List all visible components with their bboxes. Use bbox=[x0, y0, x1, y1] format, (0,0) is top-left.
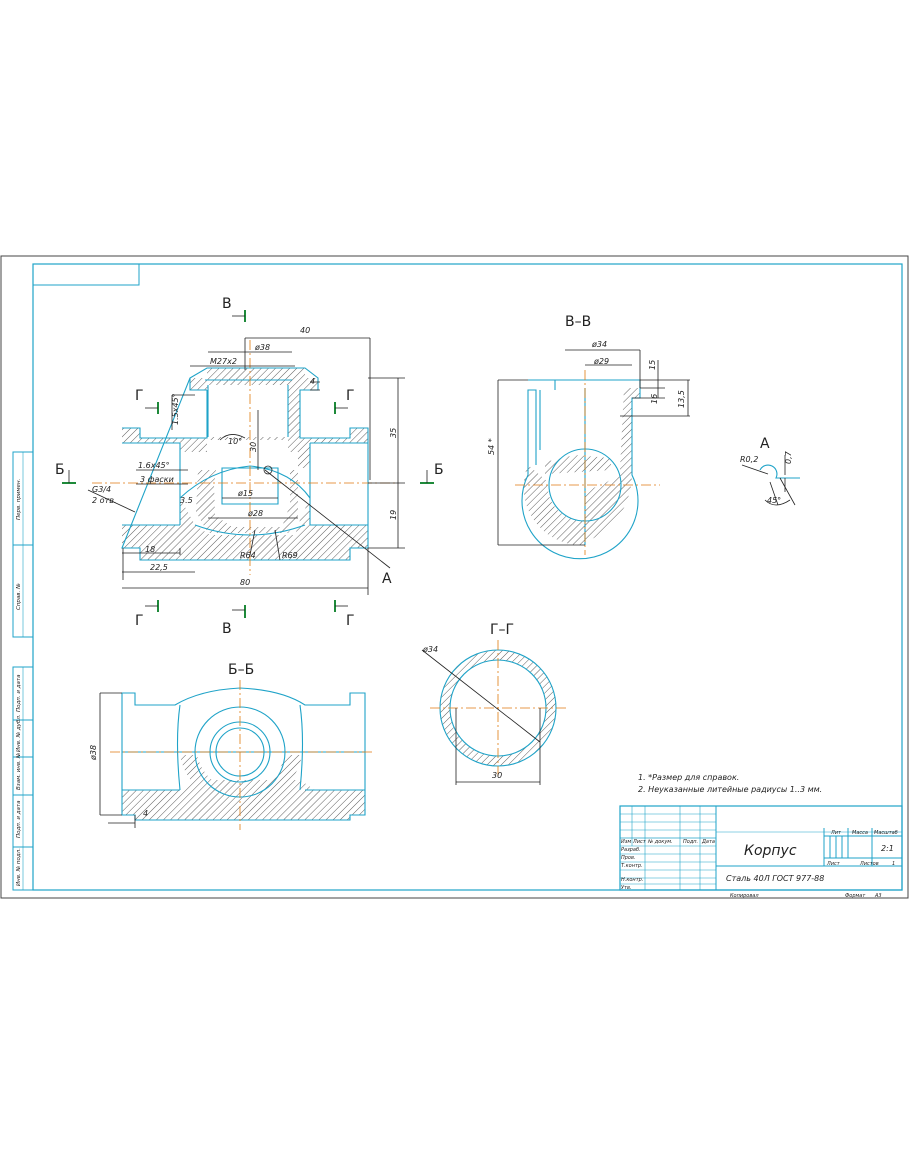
dim-22-5: 22,5 bbox=[150, 563, 168, 572]
tb-material: Сталь 40Л ГОСТ 977-88 bbox=[726, 874, 824, 883]
vv-lower-wall bbox=[523, 465, 585, 546]
dim-10deg: 10° bbox=[228, 437, 242, 446]
marker-g-right-bottom: Г bbox=[346, 613, 355, 629]
detail-dim-45: 45° bbox=[767, 496, 781, 505]
marker-g-left-bottom: Г bbox=[135, 613, 144, 629]
detail-a-marker: А bbox=[382, 571, 392, 587]
tb-sheets: Листов bbox=[859, 861, 879, 867]
view-gg: Г–Г ø34 30 bbox=[421, 622, 566, 785]
vv-dim-54: 54 * bbox=[487, 438, 496, 455]
dim-chamfer-15: 1.5x45° bbox=[171, 393, 180, 425]
vv-dim-16: 16 bbox=[650, 394, 659, 404]
tb-utv: Утв. bbox=[621, 885, 632, 891]
tb-list: Лист bbox=[632, 839, 647, 845]
bb-ring-half bbox=[180, 755, 302, 806]
tb-date: Дата bbox=[701, 839, 715, 845]
dim-30: 30 bbox=[249, 442, 258, 452]
detail-a: А R0,2 0,7 45° bbox=[740, 436, 800, 506]
strip-sprav: Справ. № bbox=[16, 583, 22, 610]
marker-v-bottom: В bbox=[222, 621, 232, 637]
vv-right-wall bbox=[585, 388, 640, 540]
tb-izm: Изм bbox=[621, 839, 631, 845]
dim-80: 80 bbox=[240, 578, 250, 587]
vv-inner-wall bbox=[545, 455, 612, 474]
dim-4: 4 bbox=[310, 377, 315, 386]
gg-dim-d34: ø34 bbox=[422, 645, 438, 654]
marker-g-left-top: Г bbox=[135, 388, 144, 404]
main-inner-partition bbox=[196, 470, 298, 533]
view-bb-title: Б–Б bbox=[228, 662, 254, 678]
strip-inv-podl: Инв. № подл. bbox=[16, 848, 22, 886]
tb-sheets-n: 1 bbox=[892, 861, 895, 867]
dim-m27: M27x2 bbox=[210, 357, 237, 366]
tb-col-scale: Масштаб bbox=[874, 830, 898, 836]
main-view: 40 ø38 M27x2 4 1.5x45° 35 10° 30 1.6x45°… bbox=[87, 326, 405, 595]
tb-format-val: А3 bbox=[874, 893, 882, 899]
strip-podp-data-1: Подп. и дата bbox=[16, 674, 22, 712]
tb-podp: Подп. bbox=[683, 839, 698, 845]
dim-d38: ø38 bbox=[254, 343, 270, 352]
strip-perv-primen: Перв. примен. bbox=[16, 478, 22, 520]
dim-fask: 3 фаски bbox=[140, 475, 174, 484]
marker-g-right-top: Г bbox=[346, 388, 355, 404]
detail-dim-07: 0,7 bbox=[784, 450, 793, 464]
tb-sheet: Лист bbox=[826, 861, 841, 867]
detail-a-title: А bbox=[760, 436, 770, 452]
dim-18: 18 bbox=[145, 545, 155, 554]
gg-dim-30: 30 bbox=[492, 771, 502, 780]
vv-dim-13-5: 13,5 bbox=[677, 390, 686, 408]
dim-40: 40 bbox=[300, 326, 310, 335]
sheet-outer-border bbox=[0, 255, 909, 899]
tb-scale-value: 2:1 bbox=[881, 844, 894, 853]
bb-dim-4: 4 bbox=[143, 809, 148, 818]
view-vv-title: В–В bbox=[565, 314, 591, 330]
side-strip: Перв. примен. Справ. № Подп. и дата Инв.… bbox=[12, 451, 34, 891]
tb-col-lit: Лит bbox=[830, 830, 842, 836]
dim-d15: ø15 bbox=[237, 489, 253, 498]
dim-r64: R64 bbox=[240, 551, 256, 560]
dim-3-5: 3.5 bbox=[180, 496, 193, 505]
strip-inv-dubl: Инв. № дубл. bbox=[16, 714, 22, 752]
dim-19: 19 bbox=[389, 510, 398, 520]
marker-b-left: Б bbox=[55, 462, 65, 478]
tb-razrab: Разраб. bbox=[621, 847, 641, 853]
section-markers: В В Г Г Г Г Б Б bbox=[55, 296, 444, 637]
note-2: 2. Неуказанные литейные радиусы 1..3 мм. bbox=[638, 785, 822, 794]
tb-format: Формат bbox=[845, 893, 866, 899]
strip-podp-data-2: Подп. и дата bbox=[16, 800, 22, 838]
detail-dim-r02: R0,2 bbox=[740, 455, 758, 464]
tb-doc: № докум. bbox=[647, 839, 673, 845]
view-vv: В–В ø34 ø29 54 * 15 16 13,5 bbox=[487, 314, 690, 560]
vv-dim-d34: ø34 bbox=[591, 340, 607, 349]
marker-v-top: В bbox=[222, 296, 232, 312]
dim-35: 35 bbox=[389, 428, 398, 438]
dim-g34: G3/4 bbox=[92, 485, 111, 494]
strip-vzam-inv: Взам. инв. № bbox=[16, 752, 22, 790]
dim-d28: ø28 bbox=[247, 509, 263, 518]
tb-copied: Копировал bbox=[730, 893, 759, 899]
dim-otv: 2 отв. bbox=[92, 496, 116, 505]
dim-r69: R69 bbox=[282, 551, 298, 560]
tb-col-mass: Масса bbox=[852, 830, 868, 836]
tb-part-name: Корпус bbox=[744, 843, 797, 859]
vv-dim-15: 15 bbox=[648, 360, 657, 370]
vv-dim-d29: ø29 bbox=[593, 357, 609, 366]
note-1: 1. *Размер для справок. bbox=[638, 773, 739, 782]
tb-prov: Пров. bbox=[621, 855, 636, 861]
top-left-stamp bbox=[32, 263, 140, 286]
tb-nkontr: Н.контр. bbox=[621, 877, 643, 883]
tb-tkontr: Т.контр. bbox=[621, 863, 643, 869]
view-bb: Б–Б ø38 4 bbox=[89, 662, 375, 830]
main-lower-wall bbox=[122, 498, 368, 560]
view-gg-title: Г–Г bbox=[490, 622, 514, 638]
marker-b-right: Б bbox=[434, 462, 444, 478]
dim-chamfer-16: 1.6x45° bbox=[138, 461, 170, 470]
title-block: Изм Лист № докум. Подп. Дата Разраб. Про… bbox=[619, 805, 903, 899]
bb-dim-d38: ø38 bbox=[89, 745, 98, 761]
main-outline bbox=[121, 367, 369, 561]
